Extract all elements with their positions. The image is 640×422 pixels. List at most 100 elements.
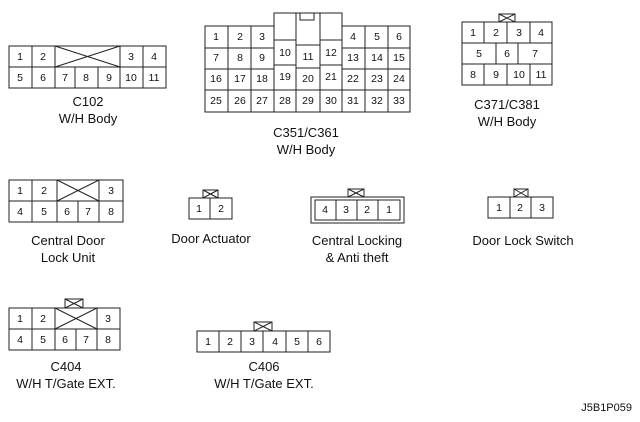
pin-label: 2	[364, 204, 370, 216]
connector-c351-c361	[204, 12, 411, 113]
pin-label: 8	[237, 52, 243, 64]
pin-label: 9	[106, 72, 112, 84]
pin-label: 5	[40, 334, 46, 346]
pin-label: 4	[17, 334, 23, 346]
pin-label: 6	[504, 48, 510, 60]
pin-label: 7	[62, 72, 68, 84]
pin-label: 3	[249, 336, 255, 348]
locking-tab-icon	[299, 12, 315, 21]
pin-label: 6	[316, 336, 322, 348]
pin-label: 28	[279, 95, 291, 107]
pin-label: 4	[272, 336, 278, 348]
pin-label: 24	[393, 73, 405, 85]
pin-label: 8	[470, 69, 476, 81]
pin-label: 1	[17, 313, 23, 325]
pin-label: 22	[347, 73, 359, 85]
pin-label: 26	[234, 95, 246, 107]
pin-label: 1	[213, 31, 219, 43]
connector-caption: W/H T/Gate EXT.	[16, 376, 115, 391]
pin-label: 7	[213, 52, 219, 64]
pin-label: 2	[517, 202, 523, 214]
pin-label: 23	[371, 73, 383, 85]
pin-label: 7	[83, 334, 89, 346]
pin-label: 4	[17, 206, 23, 218]
pin-label: 5	[374, 31, 380, 43]
pin-label: 27	[256, 95, 268, 107]
pin-label: 2	[40, 313, 46, 325]
connector-caption: Central Locking	[312, 233, 402, 248]
pin-label: 1	[386, 204, 392, 216]
pin-label: 2	[227, 336, 233, 348]
pin-label: 3	[343, 204, 349, 216]
pin-label: 11	[536, 69, 547, 81]
pin-label: 7	[85, 206, 91, 218]
pin-label: 21	[325, 71, 337, 83]
pin-label: 4	[538, 27, 544, 39]
pin-label: 16	[210, 73, 222, 85]
pin-label: 6	[396, 31, 402, 43]
connector-caption: C351/C361	[273, 125, 339, 140]
pin-label: 20	[302, 73, 314, 85]
connector-caption: Door Actuator	[171, 231, 251, 246]
connector-caption: W/H Body	[277, 142, 336, 157]
connector-caption: C371/C381	[474, 97, 540, 112]
pin-label: 10	[125, 72, 137, 84]
connector-door-lock-switch	[487, 188, 554, 219]
pin-label: 3	[539, 202, 545, 214]
connector-central-locking	[310, 188, 405, 224]
pin-label: 5	[294, 336, 300, 348]
connector-c102	[8, 45, 167, 89]
connector-caption: & Anti theft	[326, 250, 389, 265]
pin-label: 8	[83, 72, 89, 84]
pin-label: 31	[347, 95, 359, 107]
connector-caption: C406	[248, 359, 279, 374]
connector-caption: Central Door	[31, 233, 105, 248]
pin-label: 1	[205, 336, 211, 348]
connector-caption: C102	[72, 94, 103, 109]
pin-label: 3	[105, 313, 111, 325]
pin-label: 5	[41, 206, 47, 218]
pin-label: 33	[393, 95, 405, 107]
pin-label: 19	[279, 71, 291, 83]
pin-label: 3	[128, 51, 134, 63]
pin-label: 10	[513, 69, 525, 81]
locking-tab-icon	[64, 298, 84, 309]
pin-label: 3	[259, 31, 265, 43]
pin-label: 11	[303, 51, 314, 63]
connector-caption: C404	[50, 359, 81, 374]
connector-c371-c381	[461, 13, 553, 86]
pin-label: 2	[41, 185, 47, 197]
pin-label: 2	[40, 51, 46, 63]
connector-caption: Door Lock Switch	[472, 233, 573, 248]
connector-caption: W/H Body	[59, 111, 118, 126]
pin-label: 4	[350, 31, 356, 43]
pin-label: 14	[371, 52, 383, 64]
connector-central-door-lock-unit	[8, 179, 124, 223]
pin-label: 3	[516, 27, 522, 39]
pin-label: 4	[322, 204, 328, 216]
pin-label: 17	[234, 73, 246, 85]
pin-label: 6	[62, 334, 68, 346]
pin-label: 30	[325, 95, 337, 107]
pin-label: 5	[476, 48, 482, 60]
pin-label: 2	[237, 31, 243, 43]
pin-label: 7	[532, 48, 538, 60]
pin-label: 25	[210, 95, 222, 107]
pin-label: 32	[371, 95, 383, 107]
connector-c404	[8, 298, 121, 351]
connector-caption: W/H T/Gate EXT.	[214, 376, 313, 391]
pin-label: 2	[493, 27, 499, 39]
locking-tab-icon	[202, 189, 219, 199]
pin-label: 1	[196, 203, 202, 215]
pin-label: 5	[17, 72, 23, 84]
pin-label: 1	[17, 185, 23, 197]
pin-label: 15	[393, 52, 405, 64]
locking-tab-icon	[513, 188, 529, 198]
pin-label: 8	[105, 334, 111, 346]
pin-label: 9	[493, 69, 499, 81]
pin-label: 1	[17, 51, 23, 63]
connector-door-actuator	[188, 189, 233, 220]
pin-label: 11	[149, 72, 160, 84]
pin-label: 3	[108, 185, 114, 197]
